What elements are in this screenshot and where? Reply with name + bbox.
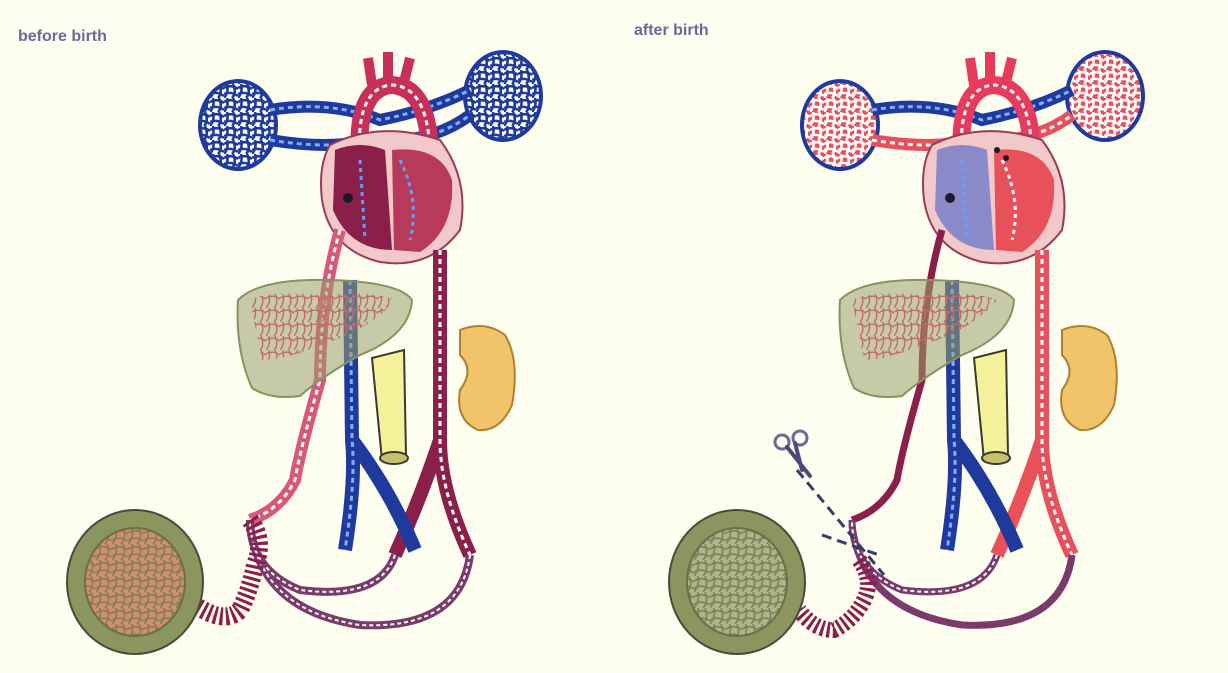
neonatal-circulation-diagram <box>614 0 1228 673</box>
umbilical-arteries <box>852 520 1072 625</box>
placenta <box>669 510 805 654</box>
cut-line <box>797 470 884 575</box>
right-lung <box>1067 52 1143 140</box>
heart <box>923 131 1065 263</box>
left-lung <box>200 81 276 169</box>
umbilical-cord <box>799 560 868 630</box>
after-birth-panel: after birth <box>614 0 1228 673</box>
before-birth-panel: before birth <box>0 0 614 673</box>
right-lung <box>465 52 541 140</box>
intestine <box>372 350 408 464</box>
scissors-icon <box>775 431 810 476</box>
kidney <box>1061 326 1117 430</box>
placenta <box>67 510 203 654</box>
umbilical-arteries <box>250 520 470 625</box>
umbilical-cord <box>195 520 259 616</box>
intestine <box>974 350 1010 464</box>
fetal-circulation-diagram <box>0 0 614 673</box>
kidney <box>459 326 515 430</box>
left-lung <box>802 81 878 169</box>
